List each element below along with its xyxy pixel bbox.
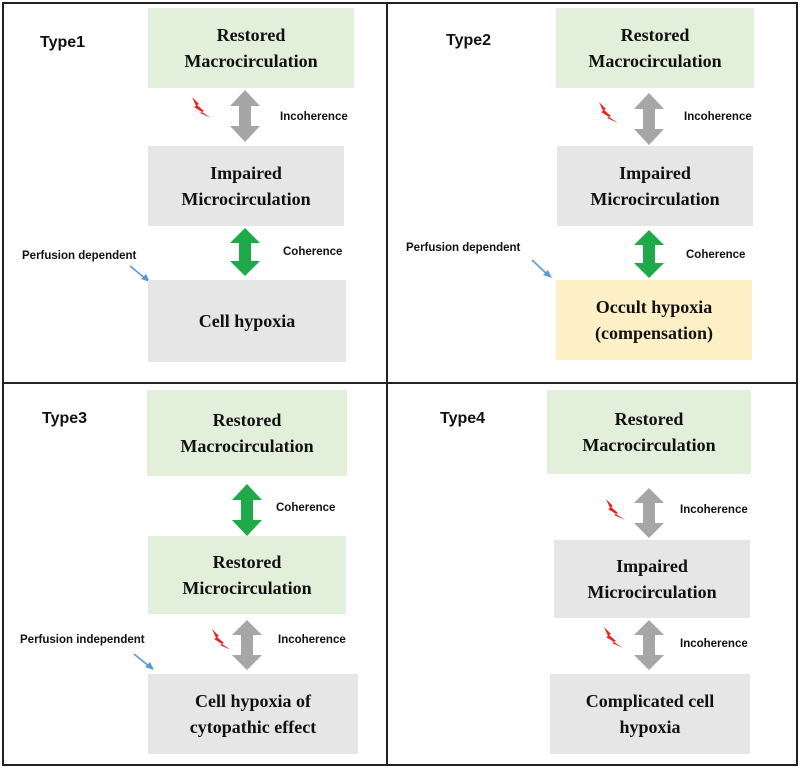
complicated-hypoxia-box: Complicated cell hypoxia bbox=[550, 674, 750, 754]
arrow-label: Coherence bbox=[686, 249, 746, 261]
arrow-label: Coherence bbox=[283, 246, 343, 258]
lightning-bolt-icon bbox=[604, 627, 623, 648]
hypoxia-cytopathic-box: Cell hypoxia of cytopathic effect bbox=[148, 674, 358, 754]
incoherence-arrow bbox=[634, 93, 664, 145]
perfusion-label: Perfusion dependent bbox=[406, 242, 521, 254]
coherence-arrow bbox=[634, 230, 664, 278]
vertical-divider bbox=[386, 2, 388, 766]
pointer-arrow-icon bbox=[133, 653, 154, 670]
arrow-label: Incoherence bbox=[278, 634, 346, 646]
microcirculation-box: Impaired Microcirculation bbox=[557, 146, 753, 226]
coherence-arrow bbox=[232, 484, 262, 536]
arrow-label: Incoherence bbox=[680, 638, 748, 650]
pointer-arrow-icon bbox=[531, 259, 552, 278]
panel-title: Type1 bbox=[40, 34, 86, 51]
macrocirculation-box: Restored Macrocirculation bbox=[147, 390, 347, 476]
arrow-label: Incoherence bbox=[280, 111, 348, 123]
panel-title: Type2 bbox=[446, 32, 492, 49]
occult-hypoxia-box: Occult hypoxia (compensation) bbox=[556, 280, 752, 360]
incoherence-arrow bbox=[634, 488, 664, 538]
lightning-bolt-icon bbox=[606, 499, 625, 520]
restored-microcirculation-box: Restored Microcirculation bbox=[148, 536, 346, 614]
perfusion-label: Perfusion dependent bbox=[22, 250, 137, 262]
arrow-label: Coherence bbox=[276, 502, 336, 514]
arrow-label: Incoherence bbox=[684, 111, 752, 123]
incoherence-arrow bbox=[232, 620, 262, 670]
macrocirculation-box: Restored Macrocirculation bbox=[148, 8, 354, 88]
lightning-bolt-icon bbox=[599, 102, 618, 123]
panel-title: Type3 bbox=[42, 410, 88, 427]
incoherence-arrow bbox=[634, 620, 664, 670]
macrocirculation-box: Restored Macrocirculation bbox=[547, 390, 751, 474]
macrocirculation-box: Restored Macrocirculation bbox=[556, 8, 754, 88]
panel-title: Type4 bbox=[440, 410, 486, 427]
hypoxia-box: Cell hypoxia bbox=[148, 280, 346, 362]
lightning-bolt-icon bbox=[212, 629, 231, 650]
horizontal-divider bbox=[2, 382, 798, 384]
perfusion-label: Perfusion independent bbox=[20, 634, 145, 646]
incoherence-arrow bbox=[230, 90, 260, 142]
pointer-arrow-icon bbox=[129, 265, 150, 282]
microcirculation-box: Impaired Microcirculation bbox=[554, 540, 750, 618]
lightning-bolt-icon bbox=[192, 97, 211, 118]
microcirculation-box: Impaired Microcirculation bbox=[148, 146, 344, 226]
arrow-label: Incoherence bbox=[680, 504, 748, 516]
coherence-arrow bbox=[230, 228, 260, 276]
